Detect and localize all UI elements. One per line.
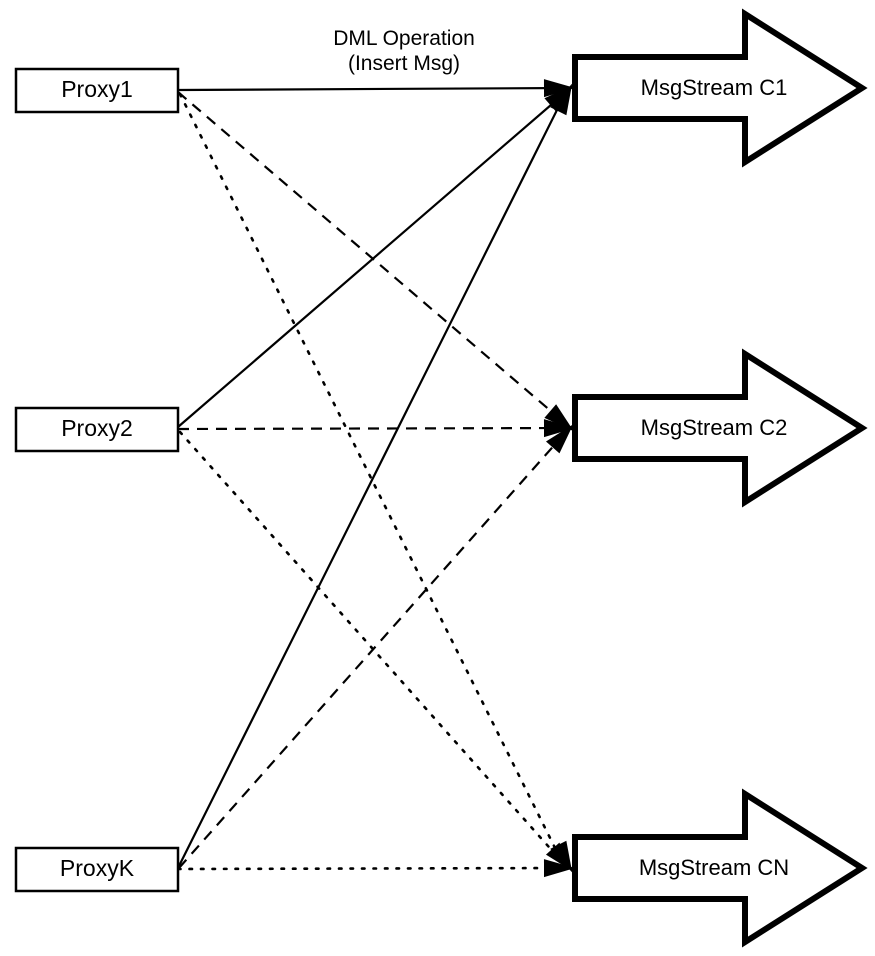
arrowhead-p1-c1	[543, 79, 575, 98]
msgstream-label-stream_c2: MsgStream C2	[641, 415, 788, 440]
arrowhead-pk-c2	[546, 424, 574, 454]
arrowheads-layer	[543, 79, 575, 878]
msgstream-node-stream_c2[interactable]: MsgStream C2	[572, 348, 868, 508]
proxy-label-proxy1: Proxy1	[61, 76, 133, 102]
connection-p1-c1	[177, 86, 569, 92]
arrowhead-p2-c2	[543, 419, 575, 438]
dml-operation-label-line2: (Insert Msg)	[348, 52, 460, 75]
streams-layer: MsgStream C1 MsgStream C2 MsgStream CN	[572, 8, 868, 948]
connection-p2-c1	[177, 91, 567, 428]
connection-p1-cn	[178, 92, 565, 866]
proxy-box-proxyk	[14, 846, 180, 893]
msgstream-block-arrow-stream_cn	[572, 788, 868, 948]
arrowhead-p2-cn	[545, 842, 574, 872]
arrowhead-pk-c1	[550, 83, 573, 116]
msgstream-node-stream_cn[interactable]: MsgStream CN	[572, 788, 868, 948]
proxy-node-proxyk[interactable]: ProxyK	[14, 846, 180, 893]
proxy-label-proxy2: Proxy2	[61, 415, 133, 441]
msgstream-label-stream_cn: MsgStream CN	[639, 855, 789, 880]
arrowhead-p1-c2	[544, 404, 574, 432]
msgstream-block-arrow-stream_c2	[572, 348, 868, 508]
msgstream-label-stream_c1: MsgStream C1	[641, 75, 788, 100]
connection-pk-cn	[176, 866, 570, 871]
proxy-node-proxy2[interactable]: Proxy2	[14, 406, 180, 453]
annotations-layer: DML Operation (Insert Msg)	[333, 27, 475, 75]
proxy-box-proxy2	[14, 406, 180, 453]
connection-p2-cn	[178, 430, 566, 866]
connections-layer	[176, 86, 570, 871]
connection-pk-c1	[178, 93, 566, 867]
dml-operation-label-line1: DML Operation	[333, 27, 475, 50]
connection-p1-c2	[177, 91, 567, 425]
msgstream-node-stream_c1[interactable]: MsgStream C1	[572, 8, 868, 168]
msgstream-block-arrow-stream_c1	[572, 8, 868, 168]
arrowhead-pk-cn	[543, 859, 575, 878]
connection-pk-c2	[178, 431, 567, 869]
connection-p2-c2	[177, 426, 569, 431]
proxy-label-proxyk: ProxyK	[60, 855, 135, 881]
proxy-node-proxy1[interactable]: Proxy1	[14, 67, 180, 114]
proxy-box-proxy1	[14, 67, 180, 114]
